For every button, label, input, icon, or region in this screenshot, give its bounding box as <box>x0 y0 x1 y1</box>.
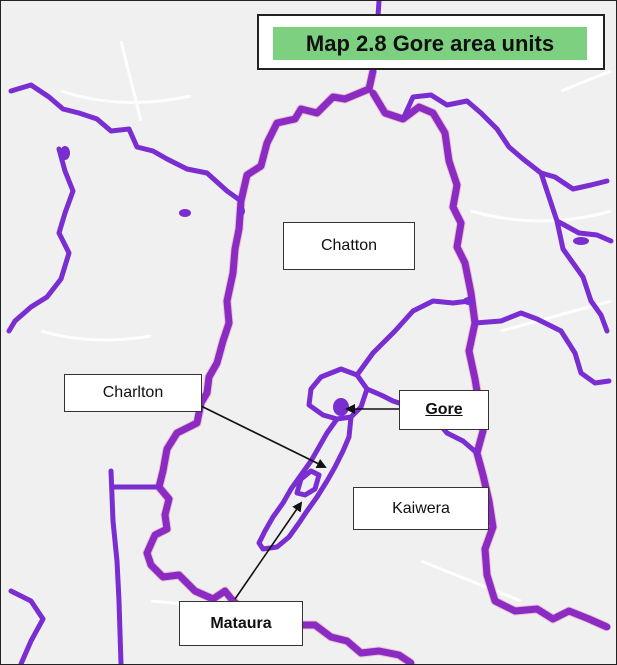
boundary-line <box>256 414 354 552</box>
boundary-line <box>369 89 611 631</box>
boundary-line <box>400 92 610 334</box>
roads-layer <box>40 40 612 613</box>
label-mataura: Mataura <box>179 601 303 646</box>
road <box>420 559 522 603</box>
boundary-line <box>294 468 322 498</box>
label-charlton: Charlton <box>64 374 202 412</box>
map-title-box: Map 2.8 Gore area units <box>257 14 605 70</box>
road <box>470 209 612 223</box>
boundaries-layer <box>6 1 614 664</box>
island-blobs <box>60 146 589 416</box>
boundary-line <box>143 67 415 664</box>
island-blob <box>179 209 191 217</box>
road <box>119 40 143 122</box>
boundary-line <box>8 82 244 204</box>
boundary-line <box>108 468 124 664</box>
road <box>60 89 192 104</box>
boundary-glow <box>369 90 609 632</box>
road <box>560 69 612 93</box>
road <box>40 329 152 342</box>
island-blob <box>237 206 245 216</box>
boundary-line <box>354 298 472 378</box>
island-blob <box>333 398 349 416</box>
boundary-line <box>554 218 614 244</box>
island-blob <box>60 146 70 160</box>
boundary-line <box>558 328 612 386</box>
label-kaiwera: Kaiwera <box>353 487 489 530</box>
label-chatton: Chatton <box>283 222 415 270</box>
island-blob <box>463 297 475 305</box>
label-gore: Gore <box>399 390 489 430</box>
boundary-glow <box>142 70 414 664</box>
island-blob <box>573 237 589 245</box>
arrow-mataura <box>234 501 303 600</box>
arrow-charlton <box>198 404 327 468</box>
map-title: Map 2.8 Gore area units <box>273 27 587 60</box>
boundary-line <box>8 588 46 664</box>
boundary-line <box>538 170 610 192</box>
boundary-line <box>472 310 564 334</box>
boundary-line <box>6 146 76 334</box>
arrows-layer <box>198 404 399 600</box>
